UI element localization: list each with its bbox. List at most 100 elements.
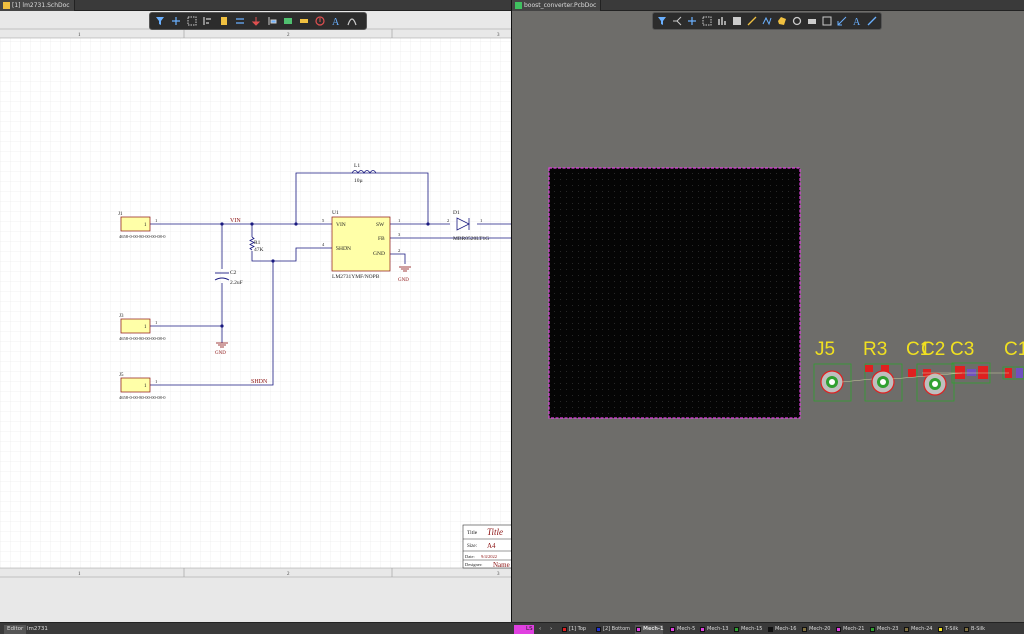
schematic-active-bar: A [149,12,367,30]
sheet-symbol-icon[interactable] [281,15,294,28]
board-shape[interactable] [548,167,801,419]
editor-label[interactable]: Editor [4,625,27,634]
place-component-icon[interactable] [731,15,743,28]
ic-u1[interactable]: U1 VIN SW FB GND SHDN 5 1 3 2 4 LM2731YM… [322,210,401,280]
move-icon[interactable] [169,15,182,28]
layer-tab-mech-21[interactable]: Mech-21 [835,625,864,634]
dimension-icon[interactable] [836,15,848,28]
route-icon[interactable] [671,15,683,28]
layer-tab-mech-16[interactable]: Mech-16 [767,625,796,634]
u1-pin-num-5: 5 [322,218,325,223]
select-rect-icon[interactable] [185,15,198,28]
pcb-active-bar: A [652,12,882,30]
no-erc-icon[interactable] [313,15,326,28]
tab-pcb[interactable]: boost_converter.PcbDoc [512,0,602,11]
layer-color-swatch [964,627,969,632]
l1-ref: L1 [354,163,360,169]
layer-tab-label: Mech-21 [843,626,865,632]
tab-schematic[interactable]: [1] lm2731.SchDoc [0,0,75,11]
filter-icon[interactable] [153,15,166,28]
tab-pcb-label: boost_converter.PcbDoc [524,2,597,9]
directive-icon[interactable] [297,15,310,28]
designator-j5: J5 [815,339,835,360]
place-part-icon[interactable] [217,15,230,28]
schematic-canvas[interactable]: 1 2 3 1 2 3 [0,11,511,622]
fill-icon[interactable] [806,15,818,28]
gnd-label-1: GND [215,351,226,356]
interactive-route-icon[interactable] [746,15,758,28]
diff-pair-icon[interactable] [761,15,773,28]
layer-tab-mech-24[interactable]: Mech-24 [903,625,932,634]
designer-label: Designer: [465,562,483,567]
layer-tab-mech-13[interactable]: Mech-13 [699,625,728,634]
d1-pin-1: 1 [480,218,482,223]
tab-schematic-label: [1] lm2731.SchDoc [12,2,70,9]
j5-wire-pin: 1 [155,379,157,384]
pcb-canvas[interactable]: J5 R3 C1 C2 C3 C1 [512,11,1024,622]
port-icon[interactable] [265,15,278,28]
zone-label-top-2: 2 [287,33,290,38]
doc-name: lm2731 [27,626,48,632]
u1-pin-sw: SW [376,222,385,228]
pcb-editor[interactable]: J5 R3 C1 C2 C3 C1 [512,11,1024,622]
power-port-icon[interactable] [249,15,262,28]
filter-icon[interactable] [656,15,668,28]
polygon-icon[interactable] [776,15,788,28]
align-icon[interactable] [201,15,214,28]
via-icon[interactable] [791,15,803,28]
ls-indicator[interactable]: LS [514,625,534,634]
j1-wire-pin: 1 [155,218,157,223]
connector-j1[interactable]: J1 1 1 4658-0-00-80-00-00-08-0 [118,212,166,239]
select-rect-icon[interactable] [701,15,713,28]
designator-c1: C1 [906,339,930,360]
layer-tab-1-top[interactable]: [1] Top [561,625,586,634]
layer-tab-mech-1[interactable]: Mech-1 [635,625,664,634]
layer-tab-b-silk[interactable]: B-Silk [963,625,985,634]
layer-color-swatch [734,627,739,632]
gnd-symbol-1: GND [215,342,228,356]
inductor-l1[interactable]: L1 10µ [351,163,377,184]
j3-pin: 1 [144,325,147,330]
move-icon[interactable] [686,15,698,28]
text-icon[interactable]: A [851,15,863,28]
footprint-r3[interactable] [864,363,903,402]
align-icon[interactable] [716,15,728,28]
layer-scroll-right-icon[interactable]: › [550,626,553,632]
line-icon[interactable] [866,15,878,28]
layer-tab-t-silk[interactable]: T-Silk [937,625,958,634]
pane-divider[interactable] [511,0,512,634]
j3-ref: J3 [119,314,124,319]
layer-tab-mech-23[interactable]: Mech-23 [869,625,898,634]
layer-color-swatch [700,627,705,632]
u1-pin-num-1: 1 [398,218,400,223]
layer-color-swatch [636,627,641,632]
layer-color-swatch [562,627,567,632]
ls-label: LS [526,626,533,632]
connector-j3[interactable]: J3 1 1 4658-0-00-80-00-00-08-0 [119,314,166,341]
u1-pin-vin: VIN [336,222,346,228]
layer-scroll-left-icon[interactable]: ‹ [539,626,542,632]
designator-c2: C2 [921,339,945,360]
layer-tab-label: Mech-16 [775,626,797,632]
layer-tab-2-bottom[interactable]: [2] Bottom [595,625,630,634]
connector-j5[interactable]: J5 1 1 4658-0-00-80-00-00-08-0 [119,373,166,400]
designator-c1b: C1 [1004,339,1024,360]
text-icon[interactable]: A [329,15,342,28]
j1-ref: J1 [118,212,123,217]
wire-icon[interactable] [233,15,246,28]
footprint-j5[interactable] [813,363,852,402]
zone-label-top-1: 1 [78,33,81,38]
arc-icon[interactable] [345,15,358,28]
resistor-r1[interactable]: R1 47K [249,236,264,253]
keepout-icon[interactable] [821,15,833,28]
layer-tab-mech-15[interactable]: Mech-15 [733,625,762,634]
layer-tab-mech-20[interactable]: Mech-20 [801,625,830,634]
diode-d1[interactable]: D1 2 1 MBR0520LT1G [447,210,489,242]
layer-tab-mech-5[interactable]: Mech-5 [669,625,695,634]
schematic-editor[interactable]: 1 2 3 1 2 3 [0,11,511,622]
layer-color-swatch [904,627,909,632]
r1-value: 47K [254,247,264,253]
layer-color-swatch [768,627,773,632]
u1-pin-num-2: 2 [398,248,400,253]
capacitor-c2[interactable]: C2 2.2uF [214,270,243,286]
